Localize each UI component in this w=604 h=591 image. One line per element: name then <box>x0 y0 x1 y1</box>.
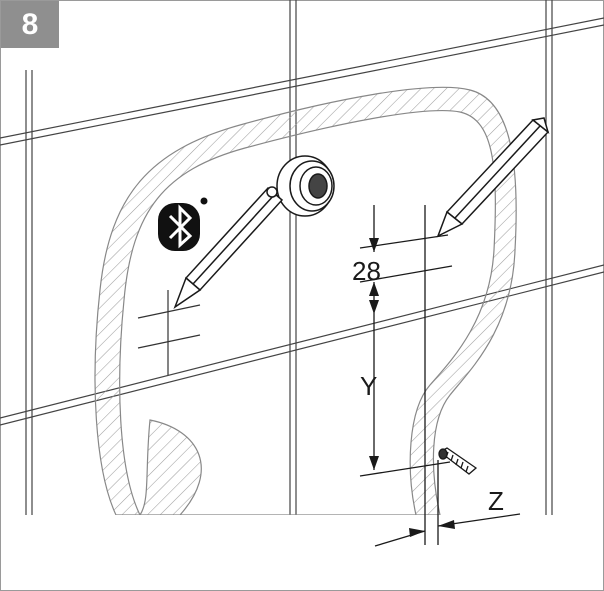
left-pencil <box>173 186 284 309</box>
depth-arrow-lines <box>374 513 521 547</box>
right-pencil <box>436 117 550 238</box>
depth-dimension-label: Z <box>488 486 504 516</box>
bluetooth-icon <box>158 203 200 251</box>
grommet-fitting <box>276 155 335 217</box>
cavity-outline <box>94 86 517 515</box>
registered-mark-icon <box>200 197 208 205</box>
left-marking-cross <box>137 290 201 375</box>
anchor-screw <box>438 447 478 475</box>
height-dimension-label: Y <box>360 371 377 401</box>
step-number-badge: 8 <box>1 1 59 48</box>
offset-dimension-label: 28 <box>352 256 381 286</box>
